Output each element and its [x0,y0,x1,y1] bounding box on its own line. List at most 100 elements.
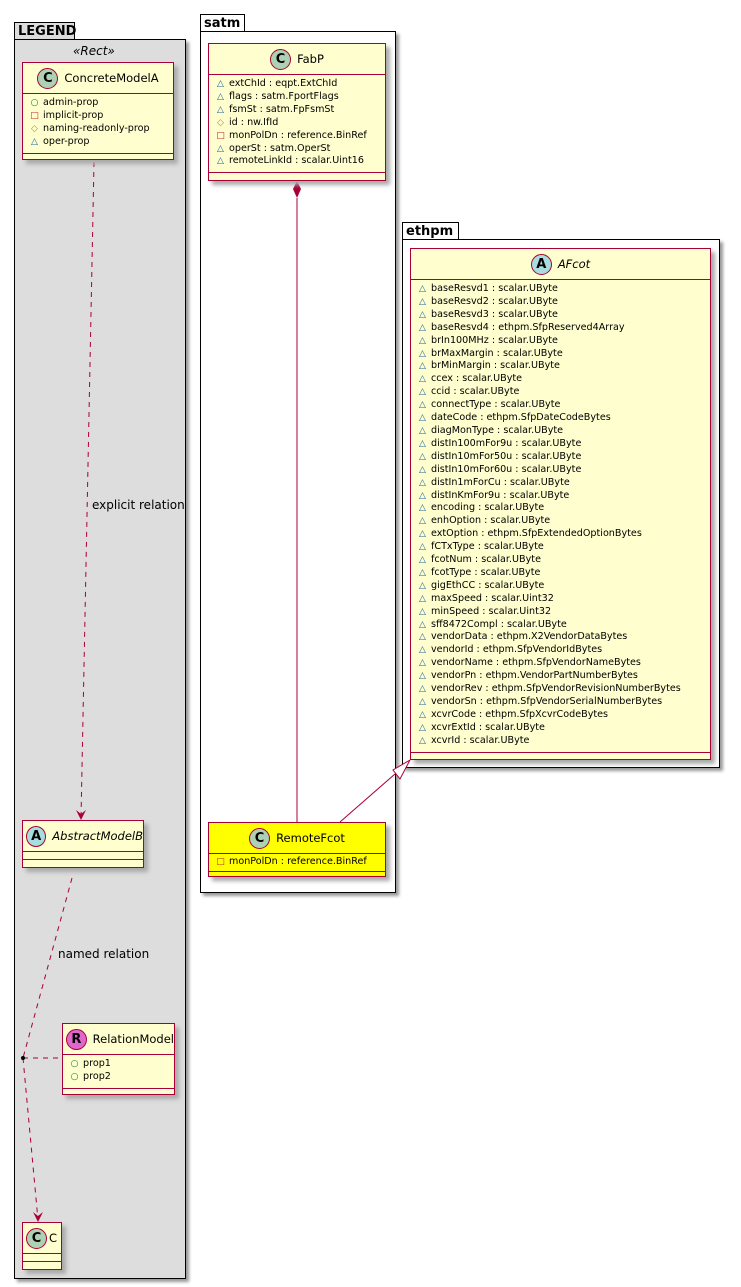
class-c-icon: C [26,1227,47,1249]
attribute-row: △ vendorData : ethpm.X2VendorDataBytes [417,631,704,644]
private-visibility-icon: □ [216,130,225,141]
attribute-row: △ccex : scalar.UByte [417,373,704,386]
package-visibility-icon: △ [419,632,426,643]
attribute-row: △xcvrExtId : scalar.UByte [417,722,704,735]
attribute-list: ○prop1○prop2 [63,1055,174,1088]
attribute-text: remoteLinkId : scalar.Uint16 [229,155,364,167]
attribute-text: implicit-prop [43,109,104,121]
class-fabp[interactable]: C FabP △extChId : eqpt.ExtChId△flags : s… [208,43,386,181]
explicit-relation-line [80,161,95,819]
attribute-text: brIn100MHz : scalar.UByte [431,334,558,346]
attribute-row: △ fsmSt : satm.FpFsmSt [215,104,379,117]
attribute-text: brMinMargin : scalar.UByte [431,360,560,372]
attribute-row: △vendorName : ethpm.SfpVendorNameBytes [417,657,704,670]
relation-r-icon: R [66,1028,87,1050]
attribute-row: △oper-prop [29,136,167,149]
attribute-row: △flags : satm.FportFlags [215,91,379,104]
package-visibility-icon: △ [419,645,426,656]
package-visibility-icon: △ [419,322,426,333]
attribute-row: △ ccid : scalar.UByte [417,386,704,399]
attribute-row: △vendorPn : ethpm.VendorPartNumberBytes [417,670,704,683]
class-concrete-model-a[interactable]: C ConcreteModelA ○admin-prop□implicit-pr… [22,62,174,160]
attribute-row: △connectType : scalar.UByte [417,399,704,412]
attribute-row: △ vendorSn : ethpm.SfpVendorSerialNumberB… [417,696,704,709]
attribute-row: ◇naming-readonly-prop [29,123,167,136]
attribute-text: baseResvd2 : scalar.UByte [431,295,558,307]
attribute-row: △operSt : satm.OperSt [215,143,379,156]
private-visibility-icon: □ [216,857,225,867]
named-relation-label: named relation [58,947,150,961]
package-visibility-icon: △ [419,516,426,527]
attribute-text: fCTxType : scalar.UByte [431,541,544,553]
class-header: R RelationModel [63,1024,174,1054]
class-name: C [49,1231,58,1245]
private-visibility-icon: □ [30,110,39,121]
package-visibility-icon: △ [419,451,426,462]
attribute-row: △extOption : ethpm.SfpExtendedOptionByte… [417,528,704,541]
package-visibility-icon: △ [419,413,426,424]
package-visibility-icon: △ [419,309,426,320]
package-visibility-icon: △ [419,606,426,617]
attribute-row: △xcvrCode : ethpm.SfpXcvrCodeBytes [417,709,704,722]
attribute-row: △xcvrId : scalar.UByte [417,735,704,748]
class-abstract-model-b[interactable]: A AbstractModelB [22,820,144,868]
attribute-row: △ distIn10mFor60u : scalar.UByte [417,464,704,477]
attribute-text: ccid : scalar.UByte [431,386,520,398]
attribute-row: △brMaxMargin : scalar.UByte [417,348,704,361]
abstract-a-icon: A [26,825,47,847]
attribute-text: vendorRev : ethpm.SfpVendorRevisionNumbe… [431,683,681,695]
attribute-row: △brMinMargin : scalar.UByte [417,360,704,373]
attribute-row: △baseResvd4 : ethpm.SfpReserved4Array [417,322,704,335]
package-visibility-icon: △ [419,296,426,307]
package-visibility-icon: △ [419,387,426,398]
package-satm-tab: satm [200,14,245,31]
package-visibility-icon: △ [419,580,426,591]
package-visibility-icon: △ [419,735,426,746]
attribute-text: maxSpeed : scalar.Uint32 [431,592,554,604]
class-header: C RemoteFcot [209,823,385,853]
class-afcot[interactable]: A AFcot △baseResvd1 : scalar.UByte△baseR… [410,248,711,760]
public-visibility-icon: ○ [30,98,39,108]
attribute-text: vendorName : ethpm.SfpVendorNameBytes [431,657,641,669]
class-header: C C [23,1223,61,1253]
package-visibility-icon: △ [419,348,426,359]
package-visibility-icon: △ [419,619,426,630]
attribute-text: vendorSn : ethpm.SfpVendorSerialNumberBy… [431,696,663,707]
class-c[interactable]: C C [22,1222,62,1270]
package-visibility-icon: △ [419,464,426,475]
attribute-text: fsmSt : satm.FpFsmSt [229,103,335,115]
attribute-text: enhOption : scalar.UByte [431,515,551,527]
composition-diamond-icon [293,181,301,198]
package-visibility-icon: △ [217,156,224,167]
attribute-row: △extChId : eqpt.ExtChId [215,78,379,91]
package-visibility-icon: △ [217,104,224,115]
package-visibility-icon: △ [217,91,224,102]
package-visibility-icon: △ [419,335,426,346]
attribute-row: △dateCode : ethpm.SfpDateCodeBytes [417,412,704,425]
attribute-text: naming-readonly-prop [43,122,150,134]
class-name: AbstractModelB [52,829,143,843]
attribute-row: △fcotType : scalar.UByte [417,567,704,580]
explicit-relation-label: explicit relation [92,498,185,512]
class-name: FabP [297,52,324,66]
package-visibility-icon: △ [419,529,426,540]
attribute-row: △distIn1mForCu : scalar.UByte [417,477,704,490]
class-relation-model[interactable]: R RelationModel ○prop1○prop2 [62,1023,175,1095]
attribute-text: vendorData : ethpm.X2VendorDataBytes [431,631,628,643]
class-header: A AbstractModelB [23,821,143,851]
attribute-text: monPolDn : reference.BinRef [229,129,367,141]
attribute-row: △vendorId : ethpm.SfpVendorIdBytes [417,644,704,657]
named-relation-line [22,877,73,1059]
attribute-text: connectType : scalar.UByte [431,399,561,411]
legend-stereotype: «Rect» [73,44,115,58]
package-visibility-icon: △ [419,425,426,436]
attribute-row: △vendorRev : ethpm.SfpVendorRevisionNumb… [417,683,704,696]
attribute-text: distIn10mFor60u : scalar.UByte [431,463,582,475]
attribute-row: △fCTxType : scalar.UByte [417,541,704,554]
attribute-text: fcotType : scalar.UByte [431,566,541,578]
class-name: ConcreteModelA [64,71,159,85]
package-visibility-icon: △ [419,697,426,707]
inheritance-triangle-icon [392,758,412,780]
package-visibility-icon: △ [217,79,224,89]
class-remote-fcot[interactable]: C RemoteFcot □monPolDn : reference.BinRe… [208,822,386,877]
